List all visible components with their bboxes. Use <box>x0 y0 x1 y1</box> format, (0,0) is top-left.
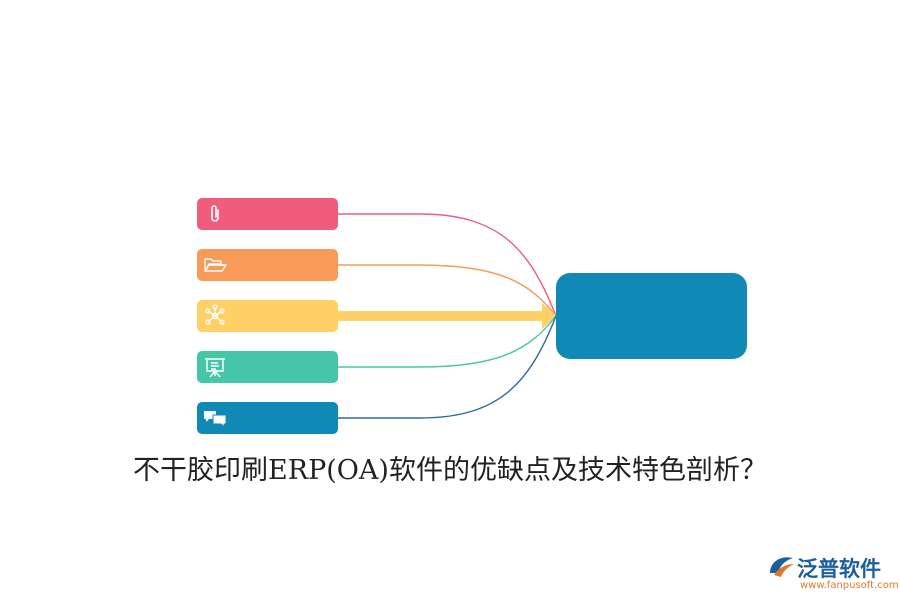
folder-open-icon <box>204 258 227 272</box>
presentation-icon <box>205 358 225 378</box>
topic-node-2 <box>197 249 338 281</box>
brand-mark-icon <box>770 557 794 577</box>
node-boxes <box>197 198 338 434</box>
connector-line-4 <box>338 315 557 368</box>
chat-icon <box>204 411 227 429</box>
arrow-shaft <box>336 311 544 321</box>
topic-node-box <box>197 351 338 383</box>
connector-line-1 <box>338 213 557 317</box>
connectors <box>336 213 557 419</box>
topic-node-box <box>197 198 338 230</box>
topic-node-3 <box>197 300 338 332</box>
topic-node-5 <box>197 402 338 434</box>
network-icon <box>205 304 225 325</box>
connector-line-5 <box>338 315 557 419</box>
arrow-head <box>542 303 557 329</box>
topic-node-box <box>197 402 338 434</box>
connector-line-2 <box>338 264 557 317</box>
topic-node-4 <box>197 351 338 383</box>
caption-title: 不干胶印刷ERP(OA)软件的优缺点及技术特色剖析？ <box>133 455 767 486</box>
brand-url: www.fanpusoft.com <box>800 580 899 591</box>
brand-logo: 泛普软件 www.fanpusoft.com <box>766 551 899 595</box>
topic-node-1 <box>197 198 338 230</box>
hub-box <box>556 273 747 359</box>
brand-name: 泛普软件 <box>797 557 881 581</box>
paperclip-icon <box>211 205 219 222</box>
topic-node-box <box>197 300 338 332</box>
topic-node-box <box>197 249 338 281</box>
